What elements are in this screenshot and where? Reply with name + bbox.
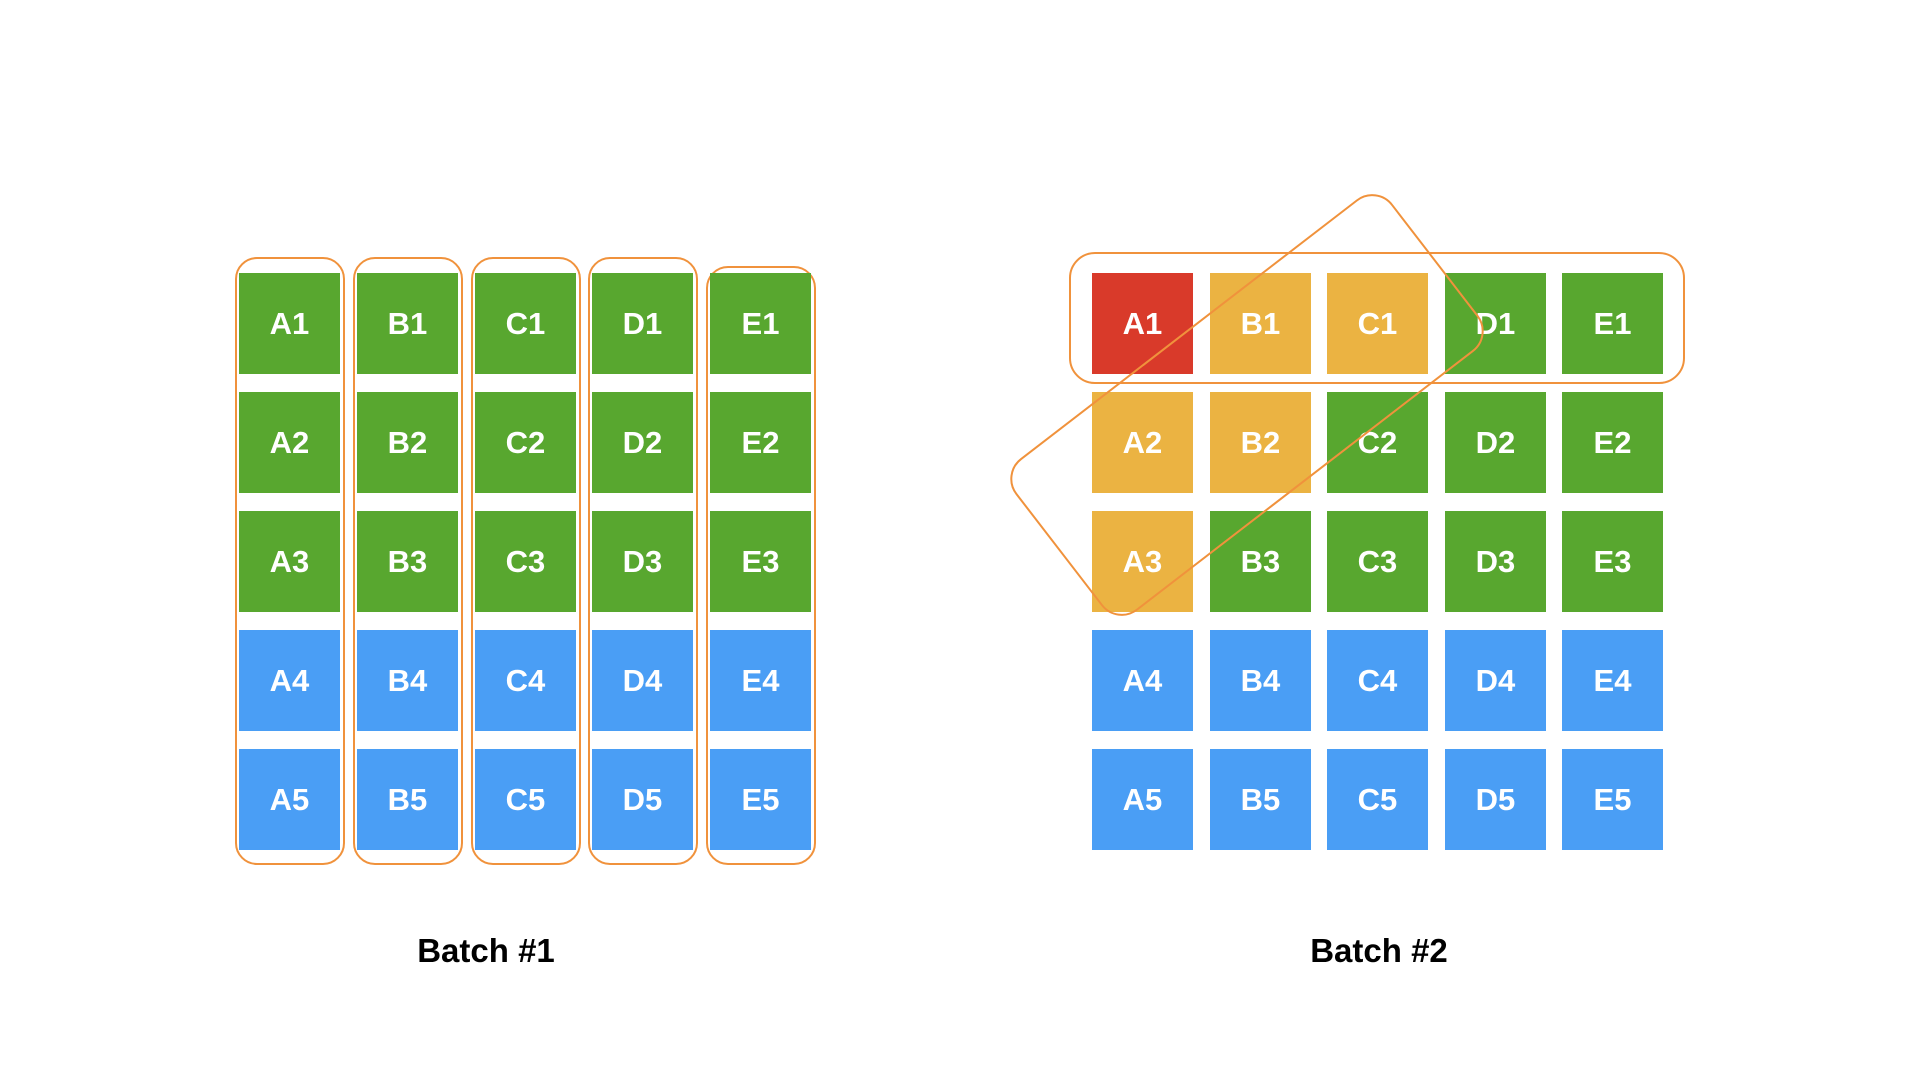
batch1-caption: Batch #1 (417, 932, 555, 969)
batch2-cell-A5: A5 (1092, 749, 1193, 850)
batch2-cell-D2: D2 (1445, 392, 1546, 493)
batch1-cell-B2: B2 (357, 392, 458, 493)
batch2-cell-D4: D4 (1445, 630, 1546, 731)
batch1-cell-C2: C2 (475, 392, 576, 493)
batch2-cell-A3: A3 (1092, 511, 1193, 612)
batch1-cell-E4: E4 (710, 630, 811, 731)
batch2-cell-C1: C1 (1327, 273, 1428, 374)
batch2-cell-A1: A1 (1092, 273, 1193, 374)
batch2-cell-E1: E1 (1562, 273, 1663, 374)
batch1-cell-E3: E3 (710, 511, 811, 612)
batch2-cell-A4: A4 (1092, 630, 1193, 731)
batch1-cell-B4: B4 (357, 630, 458, 731)
batch2-caption: Batch #2 (1310, 932, 1448, 969)
batch2-cell-B5: B5 (1210, 749, 1311, 850)
batch1-cell-A3: A3 (239, 511, 340, 612)
batch1-cell-B3: B3 (357, 511, 458, 612)
batch1-cell-D5: D5 (592, 749, 693, 850)
batch2-cell-D3: D3 (1445, 511, 1546, 612)
batch1-cell-C1: C1 (475, 273, 576, 374)
batch1-cell-E2: E2 (710, 392, 811, 493)
batch1-cell-C4: C4 (475, 630, 576, 731)
batch1-cell-A5: A5 (239, 749, 340, 850)
batch1-cell-A2: A2 (239, 392, 340, 493)
batch1-cell-E5: E5 (710, 749, 811, 850)
batch2-cell-C3: C3 (1327, 511, 1428, 612)
batch1-cell-D4: D4 (592, 630, 693, 731)
batch1-cell-B5: B5 (357, 749, 458, 850)
batch2-cell-A2: A2 (1092, 392, 1193, 493)
batch1-cell-E1: E1 (710, 273, 811, 374)
batch2-cell-B2: B2 (1210, 392, 1311, 493)
batch1-cell-D2: D2 (592, 392, 693, 493)
batch2-cell-B1: B1 (1210, 273, 1311, 374)
batch2-cell-E3: E3 (1562, 511, 1663, 612)
batch2-cell-C4: C4 (1327, 630, 1428, 731)
batch2-cell-B3: B3 (1210, 511, 1311, 612)
batch1-cell-A4: A4 (239, 630, 340, 731)
batch2-cell-E2: E2 (1562, 392, 1663, 493)
batch1-cell-D3: D3 (592, 511, 693, 612)
batch2-cell-C2: C2 (1327, 392, 1428, 493)
batch1-cell-B1: B1 (357, 273, 458, 374)
batch2-cell-B4: B4 (1210, 630, 1311, 731)
batch1-cell-D1: D1 (592, 273, 693, 374)
batch2-cell-E4: E4 (1562, 630, 1663, 731)
batch1-cell-A1: A1 (239, 273, 340, 374)
batch2-cell-D5: D5 (1445, 749, 1546, 850)
batch2-cell-E5: E5 (1562, 749, 1663, 850)
batch1-cell-C5: C5 (475, 749, 576, 850)
batch1-cell-C3: C3 (475, 511, 576, 612)
batch2-cell-C5: C5 (1327, 749, 1428, 850)
batch2-cell-D1: D1 (1445, 273, 1546, 374)
